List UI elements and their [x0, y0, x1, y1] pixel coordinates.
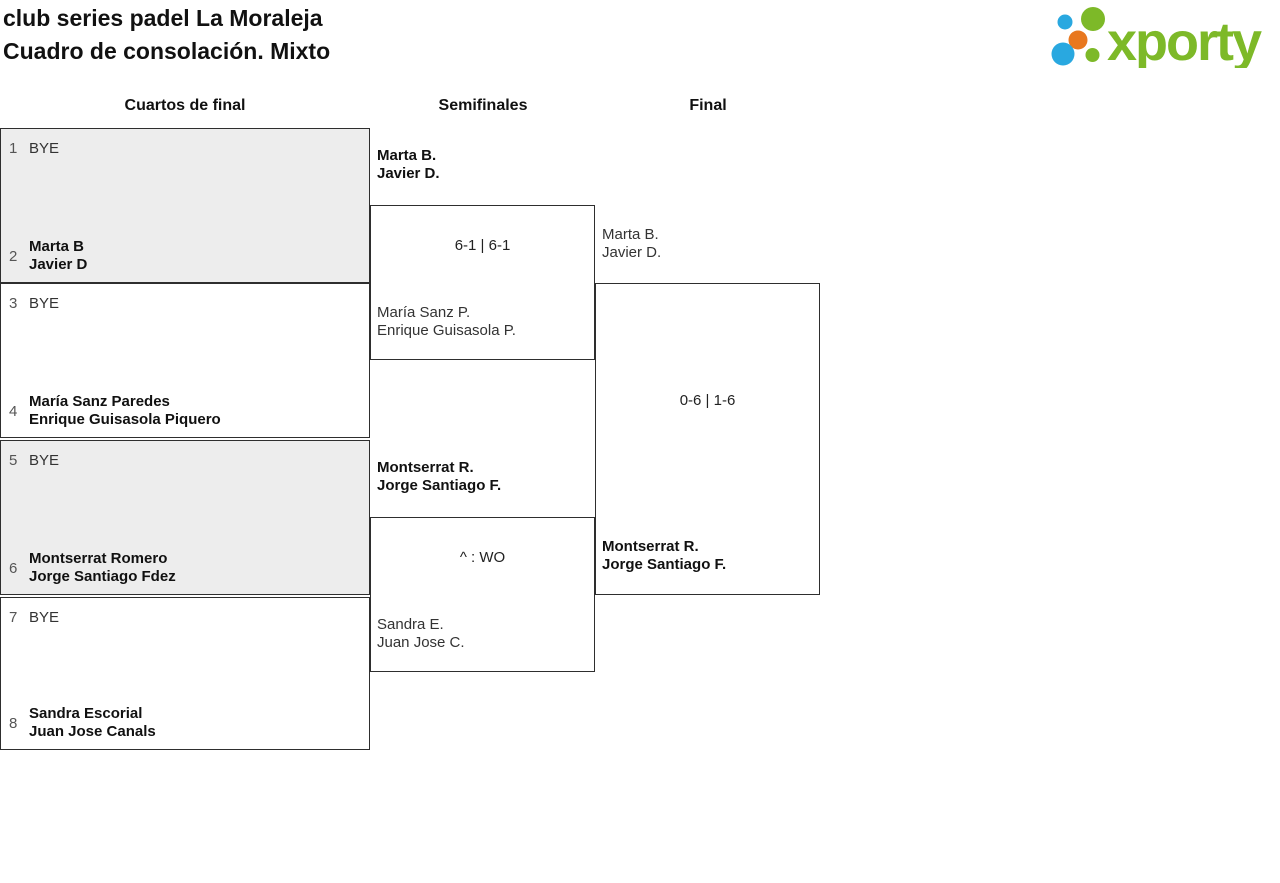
seed-number: 3 — [9, 295, 18, 312]
player-line-2: Jorge Santiago Fdez — [29, 568, 176, 585]
player-line-2: Juan Jose Canals — [29, 723, 156, 740]
bracket-slot-5: 5 BYE — [1, 452, 369, 469]
sf1-score: 6-1 | 6-1 — [454, 237, 511, 254]
player-line-2: Javier D. — [602, 244, 662, 261]
round-header-semifinales: Semifinales — [438, 97, 528, 114]
logo-dot-green-large — [1081, 7, 1105, 31]
logo-dot-orange — [1068, 30, 1088, 50]
bracket-slot-7: 7 BYE — [1, 609, 369, 626]
match-box-sf-2[interactable] — [370, 517, 595, 672]
logo-wordmark: xporty — [1107, 12, 1262, 68]
round-header-final: Final — [689, 97, 727, 114]
seed-number: 7 — [9, 609, 18, 626]
player-line-1: Montserrat Romero — [29, 550, 168, 567]
bye-label: BYE — [29, 140, 60, 157]
match-box-qf-4[interactable]: 7 BYE 8 Sandra Escorial Juan Jose Canals — [0, 597, 370, 750]
player-line-2: Juan Jose C. — [377, 634, 465, 651]
player-line-2: Enrique Guisasola P. — [377, 322, 516, 339]
bye-label: BYE — [29, 609, 60, 626]
player-line-1: Montserrat R. — [602, 538, 699, 555]
match-box-sf-1[interactable] — [370, 205, 595, 360]
logo-dot-blue-large — [1051, 42, 1075, 66]
logo-dot-blue-small — [1057, 14, 1073, 30]
player-line-2: Javier D. — [377, 165, 440, 182]
seed-number: 4 — [9, 402, 18, 420]
final-team-top: Marta B. Javier D. — [602, 226, 661, 262]
bracket-slot-2: 2 Marta B Javier D — [1, 238, 369, 274]
sf1-team-bottom: María Sanz P. Enrique Guisasola P. — [377, 304, 516, 340]
seed-number: 5 — [9, 452, 18, 469]
player-line-1: Marta B. — [602, 226, 659, 243]
bye-label: BYE — [29, 295, 60, 312]
bracket-slot-6: 6 Montserrat Romero Jorge Santiago Fdez — [1, 550, 369, 586]
player-line-1: Marta B — [29, 238, 85, 255]
player-line-2: Jorge Santiago F. — [377, 477, 502, 494]
bracket-slot-3: 3 BYE — [1, 295, 369, 312]
match-box-final[interactable] — [595, 283, 820, 595]
bracket-slot-8: 8 Sandra Escorial Juan Jose Canals — [1, 705, 369, 741]
player-line-2: Javier D — [29, 256, 88, 273]
round-header-cuartos: Cuartos de final — [124, 97, 246, 114]
sf1-team-top: Marta B. Javier D. — [377, 147, 440, 183]
seed-number: 2 — [9, 247, 18, 265]
page-title: club series padel La Moraleja — [3, 5, 323, 31]
seed-number: 6 — [9, 559, 18, 577]
player-line-1: Sandra Escorial — [29, 705, 143, 722]
player-line-1: María Sanz Paredes — [29, 393, 170, 410]
xporty-logo[interactable]: xporty — [1047, 2, 1277, 68]
page-subtitle: Cuadro de consolación. Mixto — [3, 38, 331, 64]
sf2-team-bottom: Sandra E. Juan Jose C. — [377, 616, 465, 652]
logo-dot-green-small — [1085, 48, 1100, 62]
seed-number: 1 — [9, 140, 18, 157]
final-team-bottom: Montserrat R. Jorge Santiago F. — [602, 538, 726, 574]
player-line-2: Jorge Santiago F. — [602, 556, 727, 573]
team-names: María Sanz Paredes Enrique Guisasola Piq… — [29, 393, 221, 429]
team-names: Montserrat Romero Jorge Santiago Fdez — [29, 550, 176, 586]
bye-label: BYE — [29, 452, 60, 469]
bracket-slot-1: 1 BYE — [1, 140, 369, 157]
player-line-1: Montserrat R. — [377, 459, 474, 476]
bracket-slot-4: 4 María Sanz Paredes Enrique Guisasola P… — [1, 393, 369, 429]
seed-number: 8 — [9, 714, 18, 732]
match-box-qf-3[interactable]: 5 BYE 6 Montserrat Romero Jorge Santiago… — [0, 440, 370, 595]
player-line-1: Sandra E. — [377, 616, 444, 633]
player-line-1: Marta B. — [377, 147, 437, 164]
match-box-qf-1[interactable]: 1 BYE 2 Marta B Javier D — [0, 128, 370, 283]
team-names: Marta B Javier D — [29, 238, 87, 274]
header: club series padel La Moraleja Cuadro de … — [3, 2, 330, 68]
final-score: 0-6 | 1-6 — [679, 392, 736, 409]
player-line-2: Enrique Guisasola Piquero — [29, 411, 221, 428]
match-box-qf-2[interactable]: 3 BYE 4 María Sanz Paredes Enrique Guisa… — [0, 283, 370, 438]
team-names: Sandra Escorial Juan Jose Canals — [29, 705, 156, 741]
sf2-team-top: Montserrat R. Jorge Santiago F. — [377, 459, 501, 495]
player-line-1: María Sanz P. — [377, 304, 471, 321]
sf2-score: ^ : WO — [459, 549, 506, 566]
